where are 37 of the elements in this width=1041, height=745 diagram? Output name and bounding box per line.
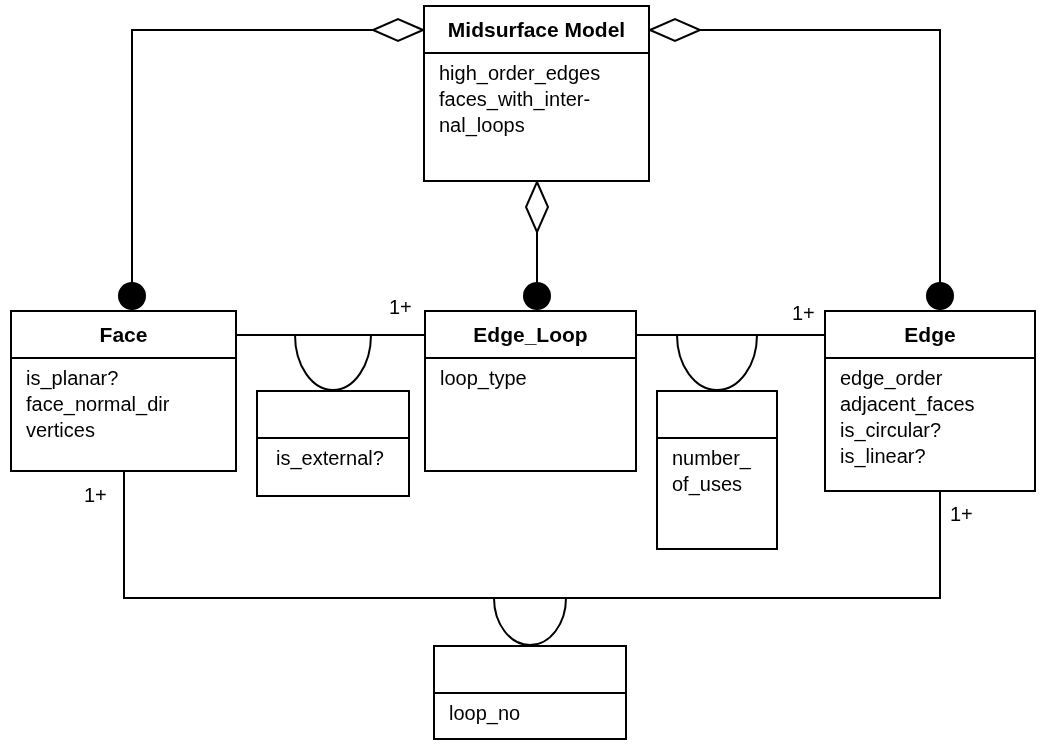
attribute: number_ of_uses — [672, 446, 752, 497]
class-box — [824, 310, 1036, 492]
attribute: high_order_edges — [439, 61, 601, 86]
attribute: face_normal_dir — [26, 392, 170, 417]
class-name: Edge — [826, 312, 1034, 359]
class-name: Edge_Loop — [426, 312, 635, 359]
link-arc — [294, 334, 372, 391]
multiplicity-label: 1+ — [84, 484, 107, 507]
attribute: vertices — [26, 418, 95, 443]
attribute: is_planar? — [26, 366, 119, 391]
attribute: loop_type — [440, 366, 527, 391]
class-box — [423, 5, 650, 182]
aggregation-line — [118, 18, 424, 311]
class-box — [424, 310, 637, 472]
link-attribute-box — [656, 390, 778, 550]
attribute: faces_with_inter- nal_loops — [439, 87, 592, 138]
association-line — [236, 334, 425, 336]
multiplicity-label: 1+ — [389, 296, 412, 319]
link-attribute-box — [256, 390, 410, 497]
attribute: is_external? — [276, 446, 384, 471]
attribute: is_linear? — [840, 444, 926, 469]
aggregation-line — [523, 181, 551, 311]
link-arc — [493, 597, 567, 646]
class-box — [10, 310, 237, 472]
class-name: Midsurface Model — [425, 7, 648, 54]
link-arc — [676, 334, 758, 391]
attribute: is_circular? — [840, 418, 942, 443]
link-attribute-box — [433, 645, 627, 740]
association-line — [123, 471, 941, 599]
attribute: loop_no — [449, 701, 521, 726]
aggregation-line — [649, 18, 954, 311]
attribute: adjacent_faces — [840, 392, 975, 417]
class-name: Face — [12, 312, 235, 359]
association-line — [636, 334, 825, 336]
multiplicity-label: 1+ — [950, 503, 973, 526]
multiplicity-label: 1+ — [792, 302, 815, 325]
attribute: edge_order — [840, 366, 943, 391]
